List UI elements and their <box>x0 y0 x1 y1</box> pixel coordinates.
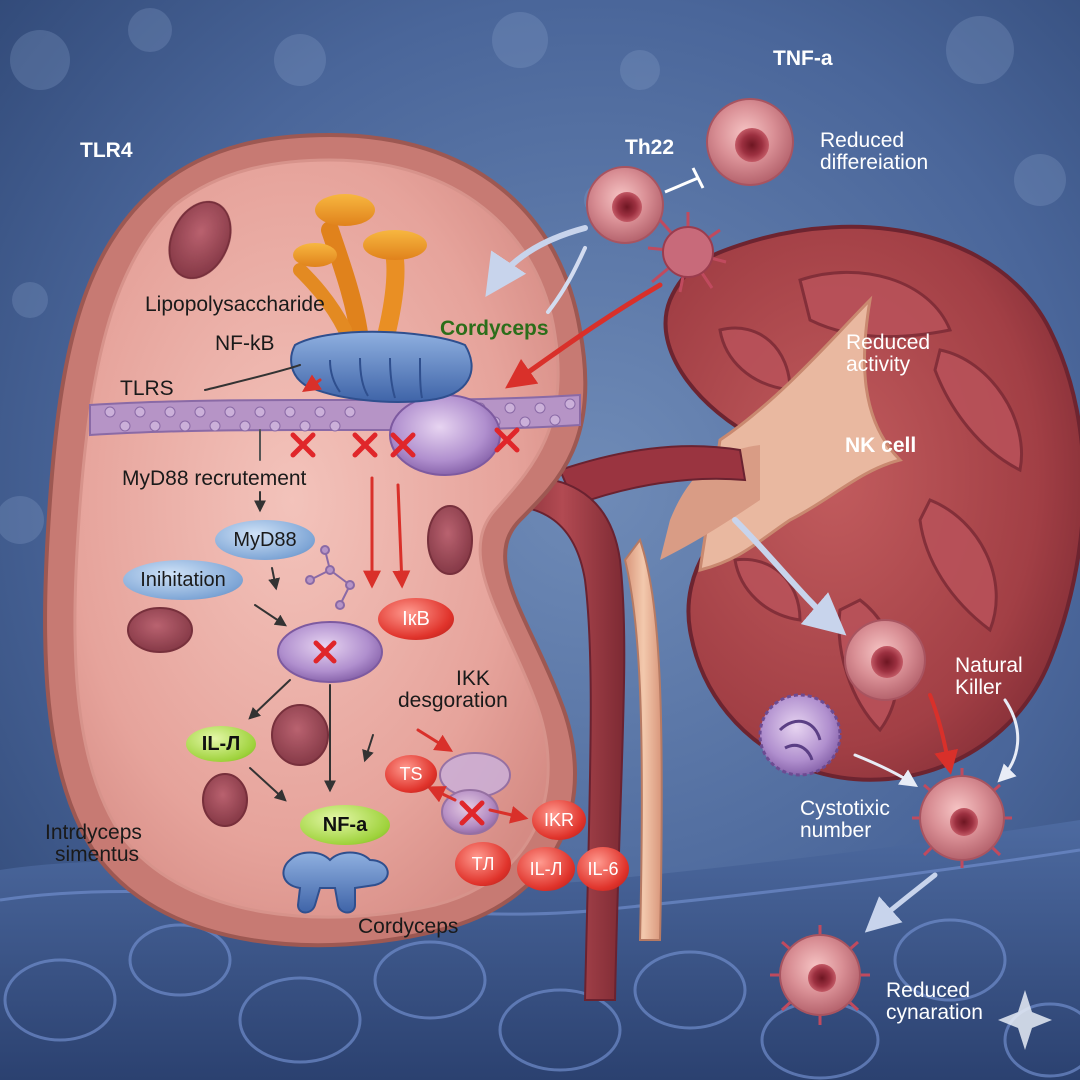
bottom-virus-cell <box>770 925 870 1025</box>
ikk-complex <box>277 621 383 683</box>
node-il-1: IL-Л <box>186 726 256 762</box>
label-th22: Th22 <box>625 136 675 159</box>
node-ikb: IкB <box>378 598 454 640</box>
label-tlr4: TLR4 <box>80 139 133 162</box>
inhibition-x-icon <box>290 427 520 826</box>
natural-killer-cell <box>844 619 926 701</box>
label-reduced-activity: Reduced activity <box>846 331 931 377</box>
nk-virus-cell <box>758 693 842 777</box>
node-il-n: IL-Л <box>517 847 575 891</box>
label-cordyceps-bottom: Cordyceps <box>358 915 459 938</box>
receptor-icon <box>282 851 389 914</box>
pathway-arrows <box>204 225 1020 933</box>
th22-cell <box>586 166 664 244</box>
node-myd88: MyD88 <box>215 520 315 560</box>
node-t1: TЛ <box>455 842 511 886</box>
label-intrdyceps-simentus: Intrdyceps simentus <box>45 821 142 867</box>
node-ikr: IKR <box>532 800 586 840</box>
node-inihitation: Inihitation <box>123 560 243 600</box>
immune-cell-icon <box>647 212 727 293</box>
molecule-icon <box>305 545 355 610</box>
tnf-cell <box>706 98 794 186</box>
cytotoxic-cell <box>912 768 1012 868</box>
receptor-ridges <box>329 357 423 399</box>
label-natural-killer: Natural Killer <box>955 654 1023 700</box>
node-ts: TS <box>385 755 437 793</box>
cordyceps-mushroom-icon <box>293 194 427 349</box>
nfkb-receptor <box>290 330 473 403</box>
inhibition-line <box>664 167 705 194</box>
label-ikk-desgoration: IKK desgoration <box>398 667 508 713</box>
label-lipopolysaccharide: Lipopolysaccharide <box>145 293 325 316</box>
label-nk-cell: NK cell <box>845 434 917 457</box>
sparkle-icon <box>998 990 1052 1050</box>
kidney <box>660 224 1080 782</box>
label-tlrs: TLRS <box>120 377 174 400</box>
label-tnf-a: TNF-a <box>773 47 833 70</box>
label-cystotixic-number: Cystotixic number <box>800 797 890 843</box>
label-nf-kb: NF-kB <box>215 332 275 355</box>
label-myd88-recruitment: MyD88 recrutement <box>122 467 307 490</box>
node-nf-a: NF-a <box>300 805 390 845</box>
label-reduced-differeation: Reduced differeiation <box>820 129 929 175</box>
label-cordyceps-top: Cordyceps <box>440 317 549 340</box>
node-il-6: IL-6 <box>577 847 629 891</box>
label-reduced-cynaration: Reduced cynaration <box>886 979 983 1025</box>
